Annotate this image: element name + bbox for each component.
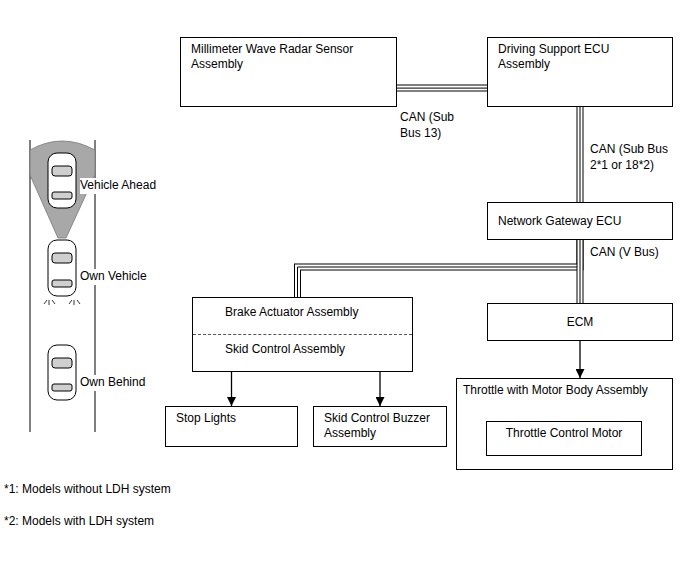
motor-box: Throttle Control Motor	[486, 421, 642, 456]
connector-stroke	[578, 240, 583, 303]
signal-arrow	[380, 372, 381, 406]
sensor-box: Millimeter Wave Radar Sensor Assembly	[180, 37, 397, 107]
can-bus-line	[397, 88, 487, 89]
signal-arrow	[580, 341, 581, 378]
footnote: *2: Models with LDH system	[4, 514, 304, 530]
bus-label: CAN (V Bus)	[590, 245, 680, 261]
bus-label: CAN (Sub Bus 2*1 or 18*2)	[590, 142, 680, 173]
connector-stroke	[578, 107, 583, 202]
connector-stroke	[397, 86, 487, 91]
node-text: Throttle with Motor Body Assembly	[463, 383, 666, 398]
can-bus-line	[580, 240, 581, 303]
ecm-box: ECM	[487, 303, 673, 341]
bus-label: CAN (Sub Bus 13)	[400, 110, 478, 141]
node-text: Throttle Control Motor	[493, 426, 635, 441]
node-text: Skid Control Buzzer Assembly	[324, 411, 436, 441]
footnote: *1: Models without LDH system	[4, 482, 304, 498]
vehicle-label: Own Vehicle	[80, 269, 170, 285]
connector-stroke	[298, 240, 581, 297]
connector-stroke	[580, 107, 581, 202]
connector-stroke	[298, 240, 581, 297]
node-text: Skid Control Assembly	[193, 335, 412, 371]
node-text: Brake Actuator Assembly	[193, 298, 412, 335]
gateway-box: Network Gateway ECU	[487, 202, 673, 240]
buzzer-box: Skid Control Buzzer Assembly	[313, 406, 447, 447]
vehicle-label: Own Behind	[80, 375, 170, 391]
connector-stroke	[577, 240, 584, 303]
node-text: Stop Lights	[176, 411, 287, 426]
stop-lights-box: Stop Lights	[165, 406, 298, 447]
node-text: ECM	[567, 315, 594, 330]
connector-stroke	[580, 240, 581, 303]
connector-stroke	[579, 341, 580, 378]
can-bus-line	[580, 107, 581, 202]
can-bus-line	[298, 240, 581, 297]
ecu-box: Driving Support ECU Assembly	[487, 37, 673, 107]
connector-stroke	[379, 372, 380, 406]
signal-arrow	[231, 372, 232, 406]
connector-stroke	[298, 240, 581, 297]
node-text: Driving Support ECU Assembly	[498, 42, 662, 72]
node-text: Network Gateway ECU	[498, 214, 621, 229]
vehicle-label: Vehicle Ahead	[80, 178, 170, 194]
connector-stroke	[397, 88, 487, 89]
node-text: Millimeter Wave Radar Sensor Assembly	[191, 42, 386, 72]
actuator-box: Brake Actuator AssemblySkid Control Asse…	[192, 297, 413, 372]
connector-stroke	[397, 85, 487, 92]
connector-stroke	[231, 372, 232, 406]
throttle-body-box: Throttle with Motor Body AssemblyThrottl…	[456, 378, 673, 470]
connector-stroke	[577, 107, 584, 202]
